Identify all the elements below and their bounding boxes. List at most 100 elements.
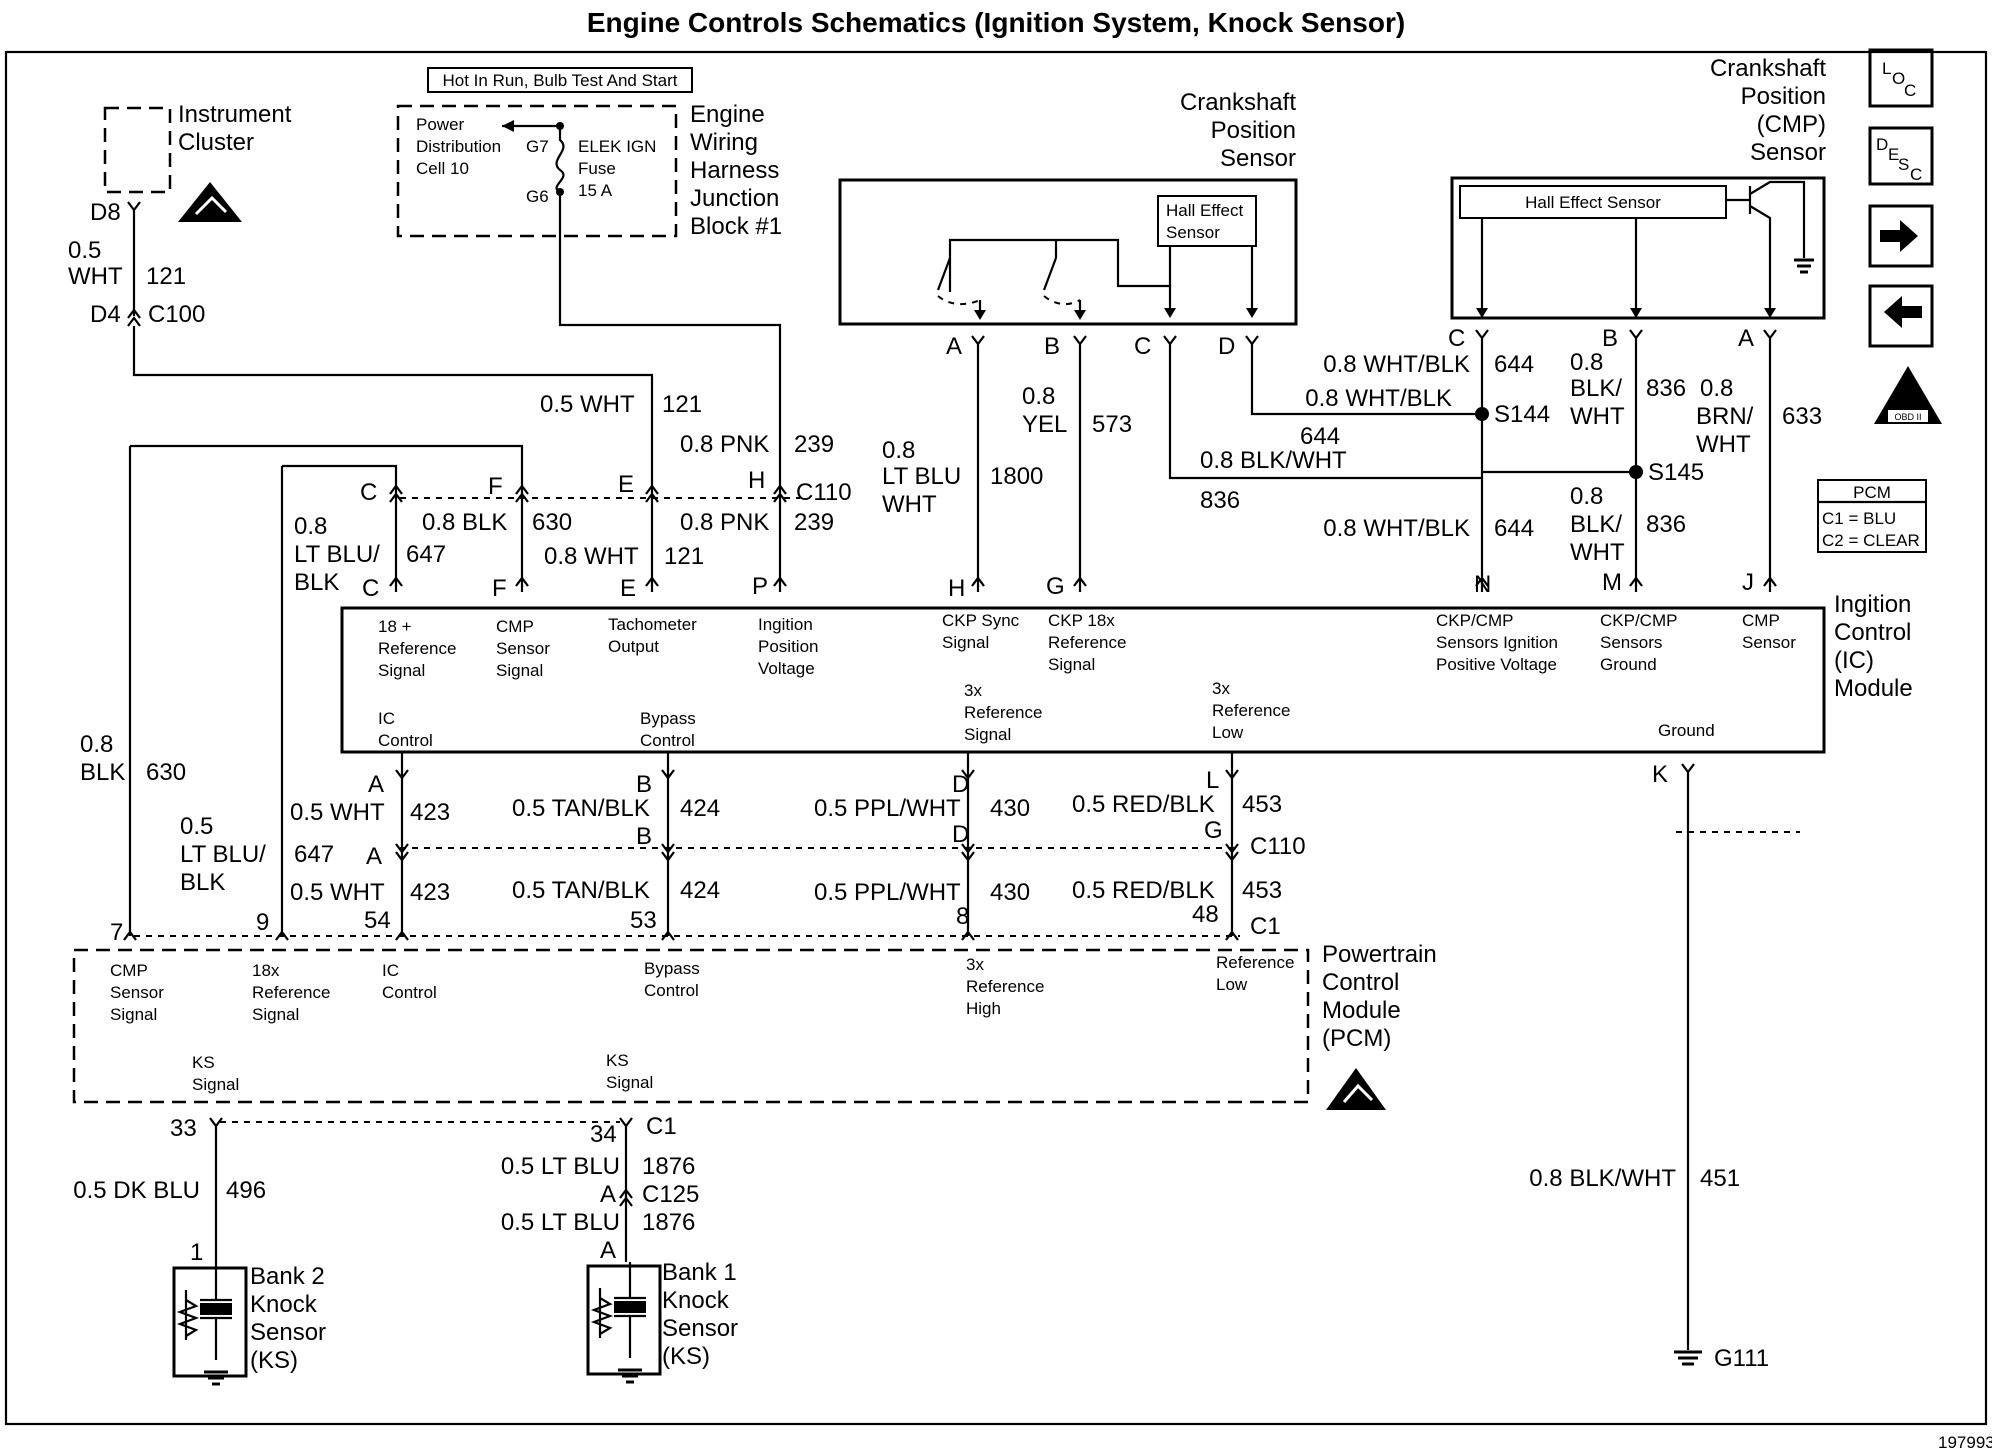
ic-terminal-label: 18 + [378, 617, 412, 636]
wire-label: 0.5 PPL/WHT [814, 879, 961, 906]
ground-label: G111 [1714, 1345, 1769, 1372]
svg-text:O: O [1892, 69, 1905, 88]
pin-label: G6 [526, 187, 549, 206]
ic-terminal-label: Signal [1048, 655, 1095, 674]
ic-terminal-label: CMP [496, 617, 534, 636]
ground-icon [618, 1368, 642, 1384]
wire-label: WHT [68, 263, 123, 290]
circuit-number: 644 [1494, 515, 1534, 542]
ic-terminal-label: CKP/CMP [1436, 611, 1513, 630]
circuit-number: 630 [532, 509, 572, 536]
pcm-terminal-label: Signal [252, 1005, 299, 1024]
ic-terminal-label: 3x [1212, 679, 1230, 698]
pin-label: A [366, 843, 382, 870]
pcm-terminal-label: CMP [110, 961, 148, 980]
pin-label: 54 [364, 907, 391, 934]
fuse-label: Fuse [578, 159, 616, 178]
wire-label: 0.8 [1022, 383, 1055, 410]
connector-label: C110 [796, 479, 852, 506]
wire-label: 0.5 RED/BLK [1072, 791, 1215, 818]
pin-label: B [636, 823, 652, 850]
bank-1-knock-sensor: Bank 1 Knock Sensor (KS) [586, 1259, 738, 1384]
pin-label: A [1738, 325, 1754, 352]
ic-terminal-label: Voltage [758, 659, 815, 678]
wire-label: BLK [294, 569, 339, 596]
pcm-terminal-label: KS [192, 1053, 215, 1072]
ground-icon [204, 1370, 228, 1386]
pin-label: F [492, 575, 507, 602]
wire-label: 0.5 WHT [540, 391, 635, 418]
ckp-sensor-label: Crankshaft [1180, 89, 1296, 116]
ic-terminal-label: Reference [964, 703, 1042, 722]
pcm-terminal-label: IC [382, 961, 399, 980]
pin-label: C [1448, 325, 1465, 352]
arrow-right-icon [1880, 220, 1918, 252]
pdc-label: Cell 10 [416, 159, 469, 178]
pin-label: A [946, 333, 962, 360]
circuit-number: 239 [794, 431, 834, 458]
pin-label: J [1742, 569, 1754, 596]
wire-label: 0.5 RED/BLK [1072, 877, 1215, 904]
pcm-terminal-label: Reference [1216, 953, 1294, 972]
ic-terminal-label: Output [608, 637, 659, 656]
circuit-number: 121 [662, 391, 702, 418]
junction-block-label: Wiring [690, 129, 758, 156]
instrument-cluster-label: Instrument [178, 101, 292, 128]
wire-label: 0.8 [1570, 349, 1603, 376]
pin-label: 8 [956, 903, 969, 930]
pin-label: 48 [1192, 901, 1219, 928]
ic-module-label: Module [1834, 675, 1913, 702]
arrow-left-icon [1884, 296, 1922, 328]
ic-terminal-label: Signal [942, 633, 989, 652]
pin-label: B [636, 771, 652, 798]
loc-button[interactable]: LOC [1868, 48, 1934, 108]
wire-label: 0.8 [1570, 483, 1603, 510]
circuit-number: 633 [1782, 403, 1822, 430]
circuit-number: 453 [1242, 791, 1282, 818]
svg-text:C: C [1910, 165, 1922, 184]
wire-label: LT BLU/ [294, 541, 380, 568]
hall-effect-label: Hall Effect [1166, 201, 1243, 220]
ic-terminal-label: IC [378, 709, 395, 728]
wire-label: BLK/ [1570, 511, 1622, 538]
circuit-number: 453 [1242, 877, 1282, 904]
pdc-label: Distribution [416, 137, 501, 156]
knock-sensor-label: Knock [662, 1287, 730, 1314]
lower-wiring: A B D L A B D G C110 0.5 WHT 423 0.5 TAN… [80, 731, 1800, 1372]
back-button[interactable] [1868, 284, 1934, 348]
pin-label: D8 [90, 199, 121, 226]
pin-label: G [1204, 817, 1223, 844]
pcm-terminal-label: Bypass [644, 959, 700, 978]
ckp-cmp-wire-labels: 0.8 LT BLU WHT 1800 0.8 YEL 573 0.8 WHT/… [882, 349, 1822, 566]
wire-label: BLK [80, 759, 125, 786]
ic-module-label: (IC) [1834, 647, 1874, 674]
pin-label: E [620, 575, 636, 602]
wire-label: 0.8 WHT/BLK [1305, 385, 1452, 412]
forward-button[interactable] [1868, 204, 1934, 268]
circuit-number: 644 [1300, 423, 1340, 450]
junction-block-label: Harness [690, 157, 779, 184]
wire-label: WHT [1570, 403, 1625, 430]
pin-label: H [948, 575, 965, 602]
pin-label: A [368, 771, 384, 798]
circuit-number: 630 [146, 759, 186, 786]
connector-label: C1 [646, 1113, 677, 1140]
bank-2-knock-sensor: Bank 2 Knock Sensor (KS) [172, 1262, 326, 1386]
cmp-sensor-box [1450, 176, 1826, 320]
pin-label: 34 [590, 1121, 617, 1148]
ic-terminal-label: Low [1212, 723, 1244, 742]
pcm-terminal-label: Control [382, 983, 437, 1002]
circuit-number: 424 [680, 795, 720, 822]
pcm-terminal-label: Reference [252, 983, 330, 1002]
pcm: Powertrain Control Module (PCM) CMP Sens… [72, 941, 1437, 1110]
ic-terminal-label: CKP Sync [942, 611, 1020, 630]
pin-label: 1 [190, 1239, 203, 1266]
circuit-number: 451 [1700, 1165, 1740, 1192]
pcm-terminal-label: Reference [966, 977, 1044, 996]
junction-block-label: Block #1 [690, 213, 782, 240]
pin-label: 53 [630, 907, 657, 934]
svg-text:PCM: PCM [1853, 483, 1891, 502]
pin-label: P [752, 573, 768, 600]
pcm-box [72, 948, 1310, 1104]
